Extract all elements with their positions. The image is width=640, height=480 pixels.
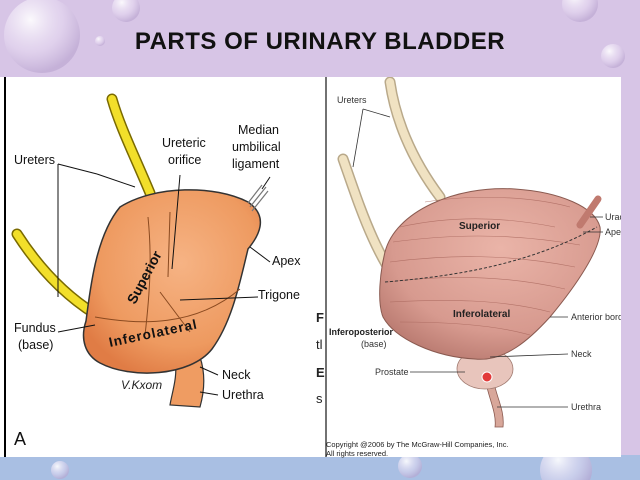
decor-bubble	[601, 44, 625, 68]
figure-a-panel: Ureters Ureteric orifice Median umbilica…	[0, 77, 325, 457]
label-inferoposterior: Inferoposterior	[329, 327, 394, 337]
cut-text: tl	[316, 337, 323, 352]
label-neck: Neck	[222, 368, 251, 382]
slide-title: PARTS OF URINARY BLADDER	[134, 28, 506, 55]
decor-bubble	[51, 461, 69, 479]
label-ureters: Ureters	[14, 153, 55, 167]
label-median-umbilical-ligament: umbilical	[232, 140, 281, 154]
urethral-opening	[481, 371, 493, 383]
bladder-body	[379, 188, 601, 360]
label-anterior-border: Anterior border	[571, 312, 621, 322]
label-urethra: Urethra	[571, 402, 601, 412]
cut-text: E	[316, 365, 325, 380]
figure-b-diagram: Ureters Urachus Apex Superior Inferolate…	[325, 76, 639, 457]
label-fundus-base: (base)	[18, 338, 53, 352]
label-trigone: Trigone	[258, 288, 300, 302]
label-median-umbilical-ligament: Median	[238, 123, 279, 137]
copyright-line: Copyright @2006 by The McGraw-Hill Compa…	[326, 440, 509, 449]
ligament-shape	[247, 184, 269, 212]
label-apex: Apex	[272, 254, 301, 268]
decor-bubble	[95, 36, 105, 46]
figure-b-panel: Ureters Urachus Apex Superior Inferolate…	[325, 76, 639, 457]
label-ureters: Ureters	[337, 95, 367, 105]
panel-letter-a: A	[14, 429, 26, 449]
decor-bubble	[398, 454, 422, 478]
label-neck: Neck	[571, 349, 592, 359]
label-superior: Superior	[459, 221, 500, 232]
decor-bubble	[112, 0, 140, 22]
label-prostate: Prostate	[375, 367, 409, 377]
label-median-umbilical-ligament: ligament	[232, 157, 280, 171]
label-urachus: Urachus	[605, 212, 621, 222]
label-ureteric-orifice: Ureteric	[162, 136, 206, 150]
cut-text: s	[316, 391, 323, 406]
figure-a-diagram: Ureters Ureteric orifice Median umbilica…	[4, 77, 325, 457]
decor-bubble	[562, 0, 598, 22]
bladder-body	[82, 189, 262, 374]
artist-signature: V.Kxom	[121, 378, 162, 392]
urachus-shape	[576, 195, 602, 229]
cut-text: F	[316, 310, 324, 325]
copyright-line: All rights reserved.	[326, 449, 389, 458]
label-fundus: Fundus	[14, 321, 56, 335]
decor-bubble	[4, 0, 80, 73]
label-base: (base)	[361, 339, 387, 349]
copyright-notice: Copyright @2006 by The McGraw-Hill Compa…	[326, 440, 509, 458]
label-apex: Apex	[605, 227, 621, 237]
label-inferolateral: Inferolateral	[453, 309, 510, 320]
label-ureteric-orifice: orifice	[168, 153, 201, 167]
label-urethra: Urethra	[222, 388, 264, 402]
